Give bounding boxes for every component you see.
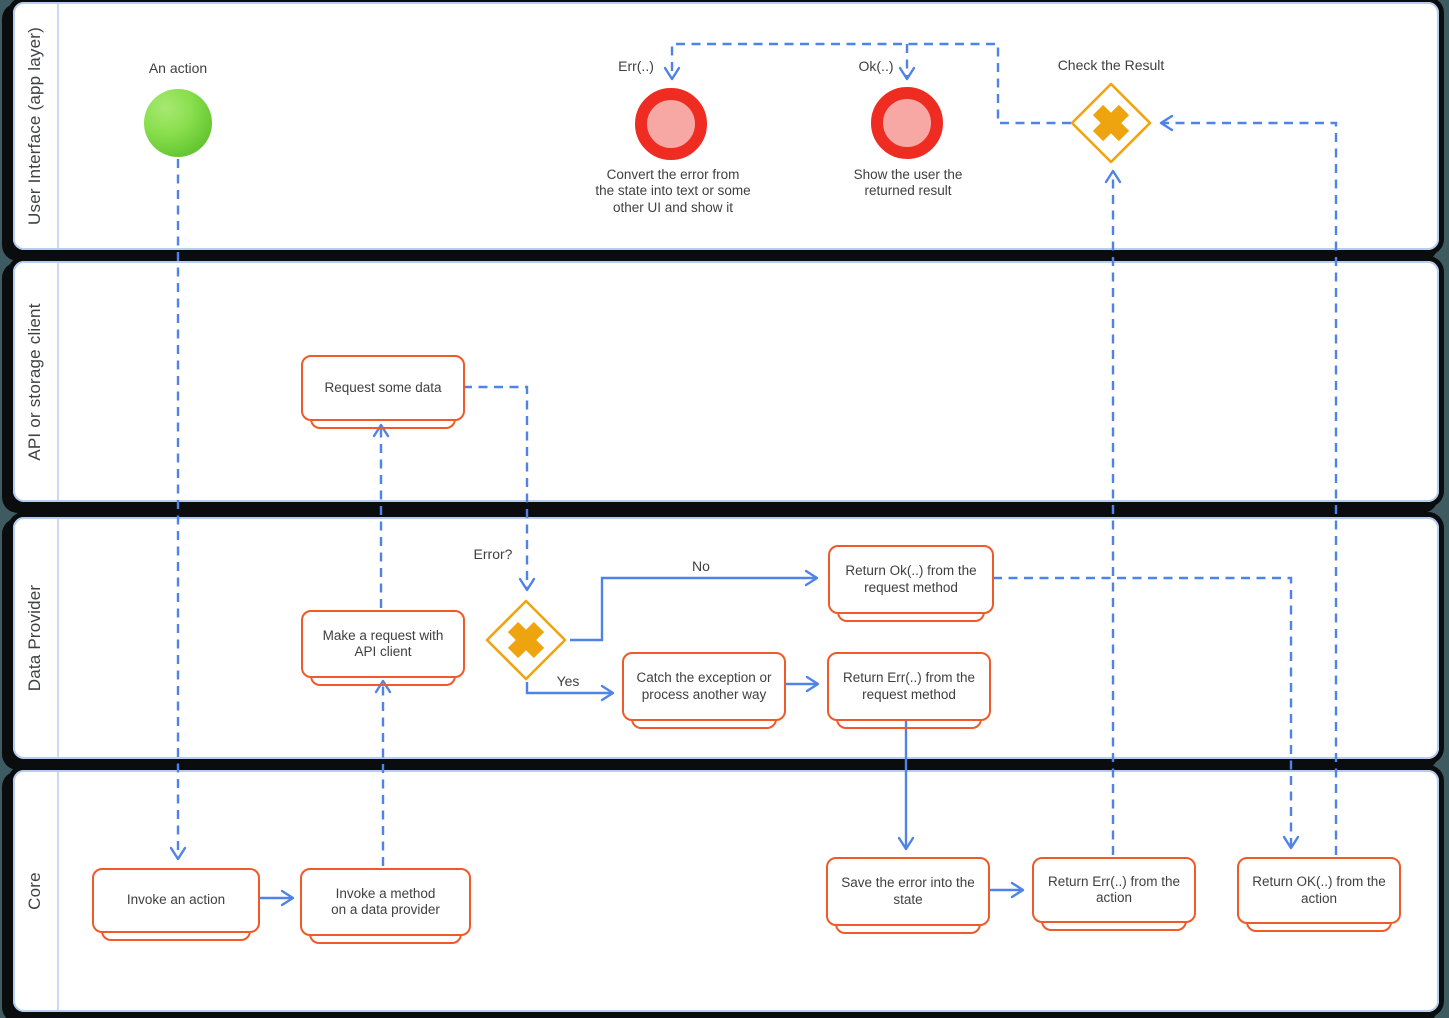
an-action-label: An action: [148, 60, 208, 76]
task-catch-exception[interactable]: Catch the exception or process another w…: [622, 652, 786, 729]
flow-check-result-to-err-event[interactable]: [663, 42, 1071, 125]
flow-return-ok-action-to-check-result[interactable]: [1159, 114, 1338, 855]
lane-label-divider: [57, 519, 59, 757]
yes-edge-label: Yes: [556, 673, 580, 689]
task-return-err-action[interactable]: Return Err(..) from the action: [1032, 857, 1196, 931]
no-edge-label: No: [692, 558, 710, 574]
flow-request-some-data-to-error-gateway[interactable]: [463, 385, 536, 592]
task-request-some-data[interactable]: Request some data: [301, 355, 465, 429]
err-event-label: Err(..): [618, 58, 654, 74]
flow-return-ok-request-to-return-ok-action[interactable]: [993, 576, 1300, 850]
lane-data-provider: Data Provider: [8, 512, 1444, 764]
an-action-start-event[interactable]: [144, 89, 212, 157]
ok-end-event[interactable]: [871, 87, 943, 159]
check-result-label: Check the Result: [1057, 57, 1165, 73]
task-make-request[interactable]: Make a request with API client: [301, 610, 465, 686]
flow-error-gateway-no-to-return-ok-request[interactable]: [570, 569, 819, 642]
ok-event-caption: Show the user the returned result: [853, 167, 963, 199]
err-end-event[interactable]: [635, 88, 707, 160]
check-result-gateway[interactable]: [1069, 81, 1153, 165]
task-invoke-method[interactable]: Invoke a method on a data provider: [300, 868, 471, 944]
task-return-err-request[interactable]: Return Err(..) from the request method: [827, 652, 991, 729]
lane-label-divider: [57, 772, 59, 1010]
lane-label-divider: [57, 263, 59, 500]
task-return-ok-action[interactable]: Return OK(..) from the action: [1237, 857, 1401, 932]
err-event-caption: Convert the error from the state into te…: [595, 167, 751, 215]
flow-error-gateway-yes-to-catch-exception[interactable]: [525, 682, 615, 702]
task-invoke-action[interactable]: Invoke an action: [92, 868, 260, 941]
error-gateway-label: Error?: [473, 546, 513, 562]
error-gateway[interactable]: [484, 598, 568, 682]
ok-event-label: Ok(..): [858, 58, 894, 74]
task-return-ok-request[interactable]: Return Ok(..) from the request method: [828, 545, 994, 622]
lane-label-divider: [57, 4, 59, 248]
task-save-error[interactable]: Save the error into the state: [826, 857, 990, 934]
